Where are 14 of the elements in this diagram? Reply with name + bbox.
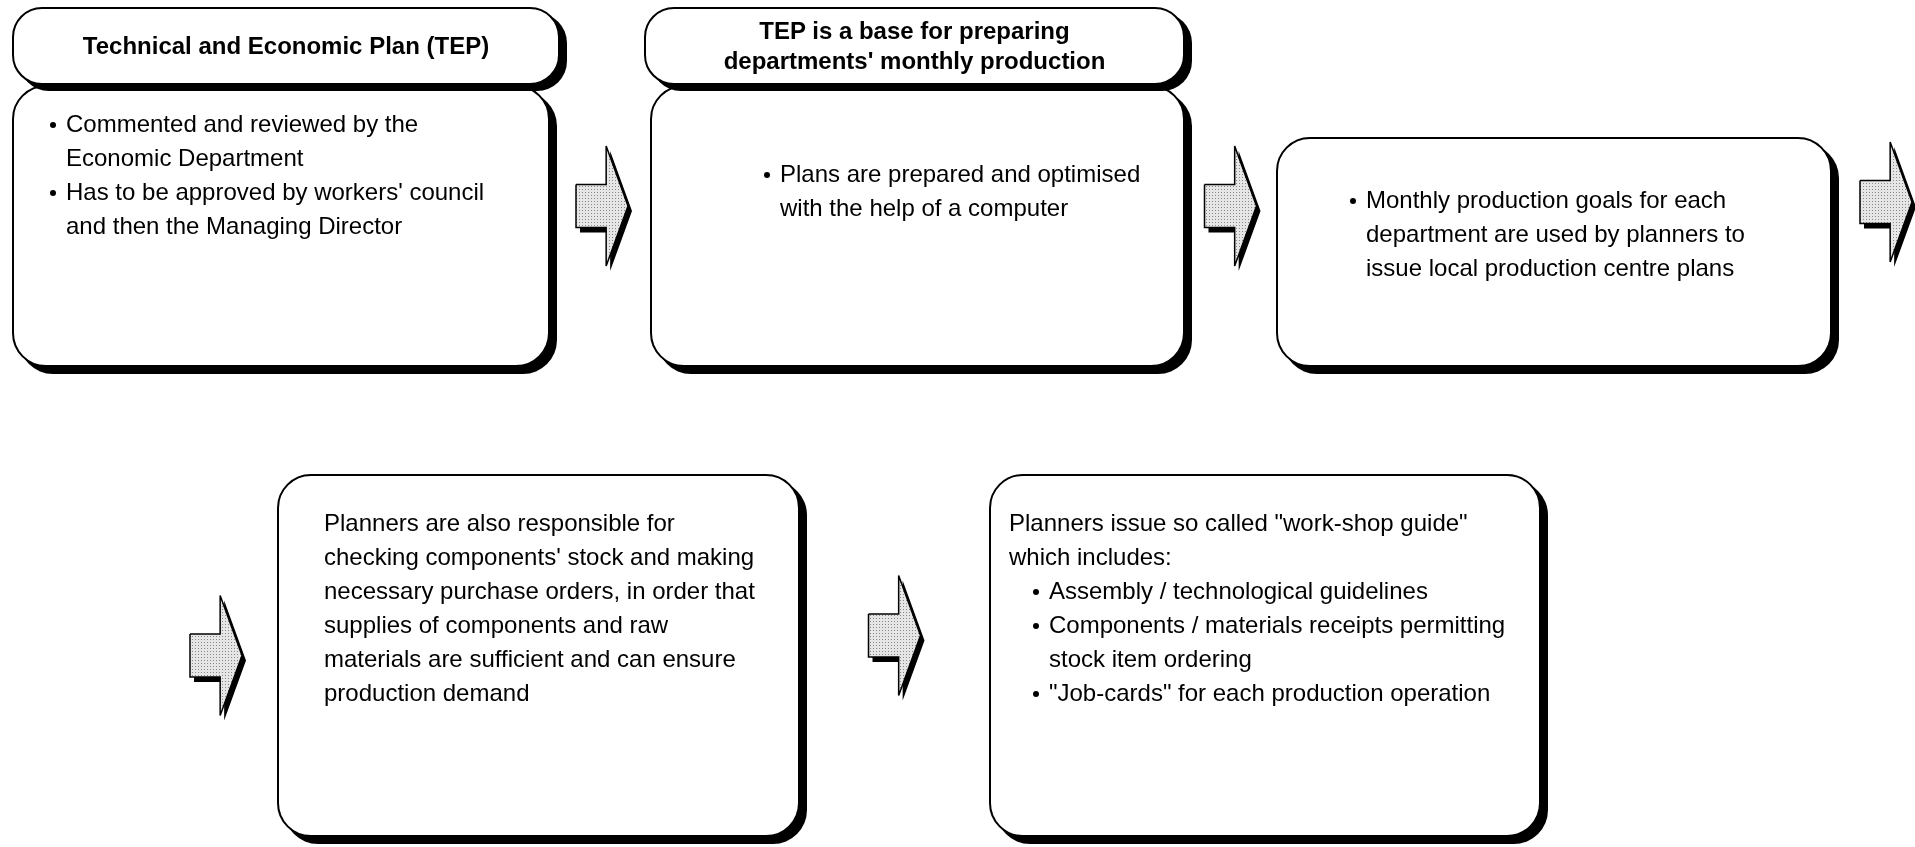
- text-paragraph: Planners are also responsible for checking components' stock and making necessary purchase orders, in order that supplies of components and raw materials are sufficient and can ensure production demand: [324, 508, 756, 708]
- bullet-item: Assembly / technological guidelines: [1049, 576, 1429, 606]
- bullet-item: Commented and reviewed by the Economic Department: [66, 109, 420, 173]
- bullet-item: Plans are prepared and optimised with the help of a computer: [780, 159, 1142, 223]
- block-arrow: [575, 145, 632, 271]
- block-arrow: [1203, 145, 1261, 271]
- bullet-item: Monthly production goals for each department are used by planners to issue local production centre plans: [1366, 185, 1746, 283]
- bullet-item: "Job-cards" for each production operation: [1049, 678, 1492, 708]
- bullet-item: Components / materials receipts permitting stock item ordering: [1049, 610, 1507, 674]
- block-arrow: [1859, 141, 1915, 267]
- block-arrow: [189, 594, 246, 721]
- bullet-item: Has to be approved by workers' council and then the Managing Director: [66, 177, 486, 241]
- block-arrow: [867, 574, 925, 701]
- text-paragraph: Planners issue so called "work-shop guide" which includes:: [1009, 508, 1469, 572]
